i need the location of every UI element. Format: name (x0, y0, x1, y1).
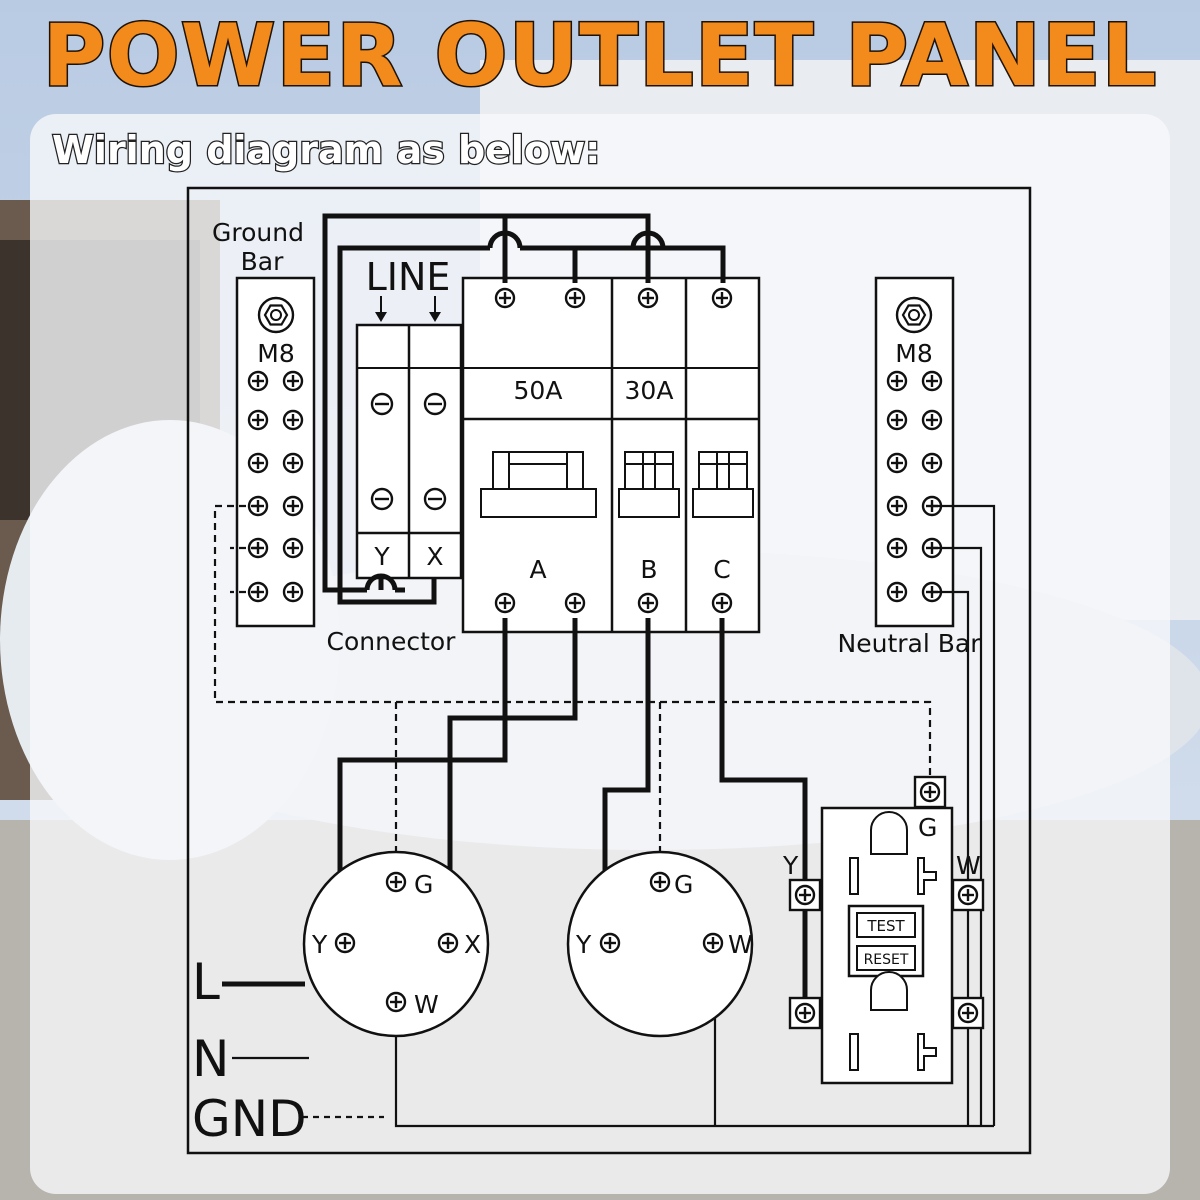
neutral-bar-bolt-icon (895, 296, 933, 334)
gfci-lower-slot-right-icon (917, 1033, 937, 1071)
gfci-upper-slot-left-icon (849, 857, 859, 895)
neutral-bar-label: Neutral Bar (838, 629, 982, 658)
legend-gnd: GND (192, 1090, 307, 1148)
gfci-lower-slot-left-icon (849, 1033, 859, 1071)
connector-terminal-y: Y (373, 542, 390, 571)
breaker-rating-50a: 50A (514, 376, 563, 405)
neutral-bar: M8 Neutral Bar (838, 276, 982, 658)
connector-terminal-x: X (426, 542, 443, 571)
gfci-reset-button[interactable] (856, 945, 916, 971)
breaker-c-handle-icon (692, 451, 754, 518)
gfci-upper-slot-right-icon (917, 857, 937, 895)
enclosure-outline (186, 186, 1032, 1155)
wire-legend: L N GND (192, 953, 384, 1148)
breaker-rating-30a: 30A (625, 376, 674, 405)
breaker-block: 50A 30A A B C (461, 276, 761, 634)
gfci-y: Y (782, 851, 799, 880)
receptacle-2-w: W (728, 930, 753, 959)
legend-l: L (192, 953, 220, 1011)
gfci-w: W (956, 851, 981, 880)
gfci-outlet: G TEST RESET Y W (782, 777, 983, 1085)
neutral-wires (394, 504, 996, 1128)
receptacle-1: G Y X W (302, 850, 490, 1038)
receptacle-1-w: W (414, 990, 439, 1019)
receptacle-1-g: G (414, 870, 433, 899)
supply-wires (322, 213, 726, 605)
breaker-pole-c: C (713, 555, 730, 584)
breaker-pole-b: B (640, 555, 657, 584)
breaker-a-handle-icon (480, 451, 597, 518)
ground-bar: Ground Bar M8 (212, 218, 316, 628)
gfci-test-label: TEST (866, 917, 905, 935)
diagram-subtitle: Wiring diagram as below: (51, 127, 602, 174)
ground-bar-label-2: Bar (241, 247, 284, 276)
gfci-reset-label: RESET (864, 952, 909, 968)
ground-bar-label-1: Ground (212, 218, 304, 247)
page-title: POWER OUTLET PANEL (41, 5, 1158, 108)
gfci-upper-ground-slot-icon (870, 811, 908, 855)
receptacle-1-y: Y (311, 930, 328, 959)
breaker-b-handle-icon (618, 451, 680, 518)
receptacle-2: G Y W (566, 850, 754, 1038)
gfci-lower-ground-slot-icon (870, 971, 908, 1011)
receptacle-2-g: G (674, 870, 693, 899)
gfci-g: G (918, 813, 937, 842)
ground-bar-bolt-icon (257, 296, 295, 334)
receptacle-2-y: Y (575, 930, 592, 959)
receptacle-1-x: X (464, 930, 481, 959)
line-connector: LINE Y X Connector (327, 255, 463, 656)
ground-bar-size: M8 (257, 339, 294, 368)
neutral-bar-size: M8 (895, 339, 932, 368)
line-label: LINE (366, 255, 451, 299)
legend-n: N (192, 1030, 229, 1088)
line-arrow-icon-y (375, 296, 387, 322)
gfci-test-button[interactable] (856, 912, 916, 938)
connector-label: Connector (327, 627, 457, 656)
line-arrow-icon-x (429, 296, 441, 322)
load-wires (337, 618, 808, 1013)
breaker-pole-a: A (529, 555, 546, 584)
